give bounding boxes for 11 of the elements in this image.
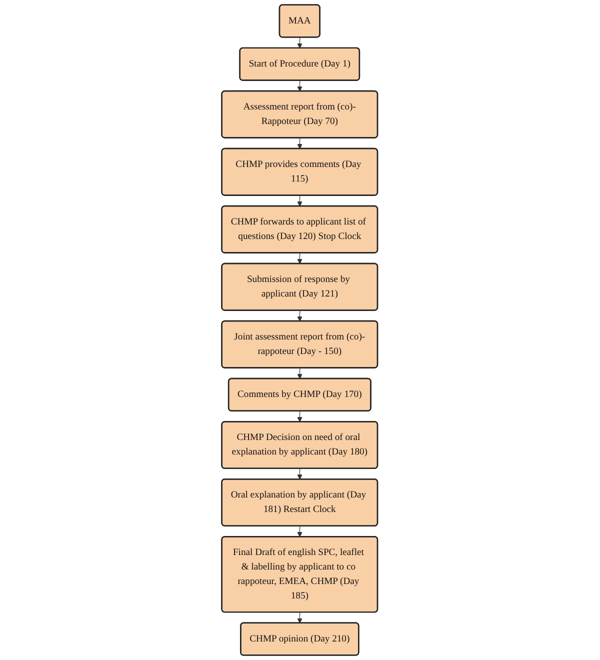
- arrow: [297, 410, 303, 422]
- arrow: [297, 612, 303, 624]
- arrow: [297, 138, 303, 150]
- arrow: [297, 368, 303, 380]
- arrow: [297, 526, 303, 538]
- arrow: [297, 195, 303, 207]
- arrow: [297, 80, 303, 92]
- arrow: [297, 310, 303, 322]
- arrow: [297, 37, 303, 48]
- arrow: [297, 468, 303, 480]
- arrow: [297, 252, 303, 264]
